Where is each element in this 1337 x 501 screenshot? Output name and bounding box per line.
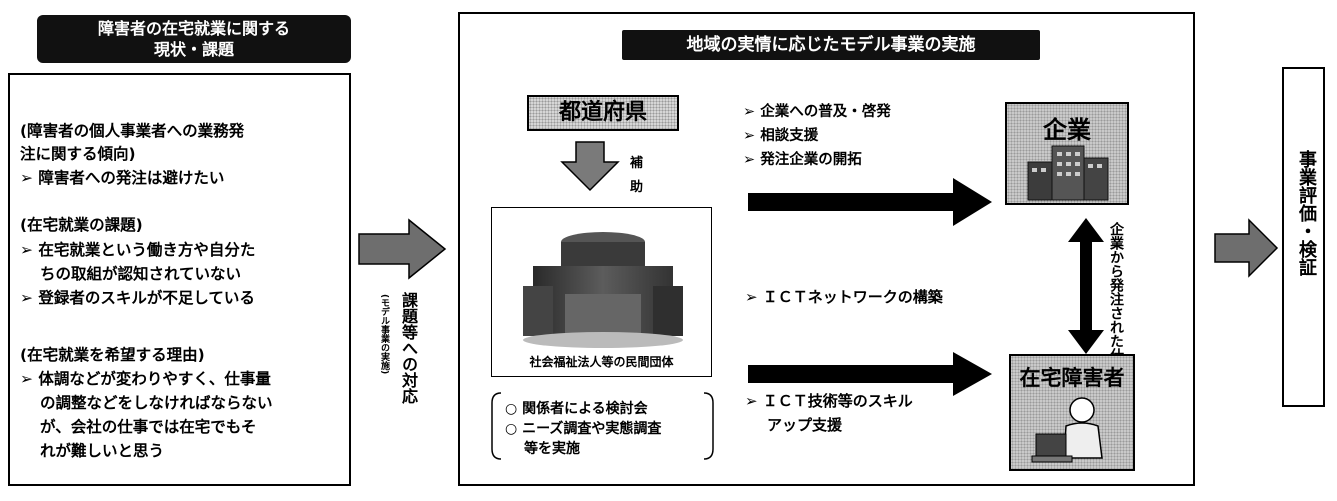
- left-title-line2: 現状・課題: [153, 40, 234, 59]
- left-bullet-1: ➢ 障害者への発注は避けたい: [20, 169, 225, 187]
- matching-label: 企業から発注された仕事のマッチング: [1108, 222, 1124, 460]
- left-heading-1b: 注に関する傾向): [20, 145, 136, 163]
- left-bullet-4d: れが難しいと思う: [40, 442, 165, 460]
- office-building-icon: [1027, 145, 1109, 201]
- left-title: 障害者の在宅就業に関する 現状・課題: [37, 15, 351, 63]
- left-panel: [8, 73, 351, 486]
- bracket-left-icon: [491, 392, 502, 460]
- subsidy-label-1: 補: [630, 156, 644, 171]
- person-at-computer-icon: [1031, 397, 1103, 463]
- connector-sub-label: (モデル事業の実施): [379, 294, 389, 375]
- center-panel: [458, 12, 1195, 486]
- arrow-to-company-icon: [748, 178, 992, 226]
- left-bullet-4b: の調整などをしなければならない: [40, 394, 273, 412]
- down-arrow-icon: [560, 141, 620, 192]
- left-bullet-2a: ➢ 在宅就業という働き方や自分た: [20, 241, 256, 259]
- disabled-worker-label: 在宅障害者: [1019, 366, 1125, 390]
- arrow-to-eval-icon: [1214, 218, 1279, 278]
- bullet-ict-skill-b: アップ支援: [767, 416, 843, 434]
- eval-box: [1282, 67, 1325, 407]
- double-arrow-icon: [1068, 218, 1104, 354]
- company-label: 企業: [1043, 116, 1091, 144]
- prefecture-box: [527, 95, 679, 131]
- bullet-promotion: ➢ 企業への普及・啓発: [743, 104, 891, 120]
- org-list-1: ○ 関係者による検討会: [505, 401, 648, 417]
- bullet-consultation: ➢ 相談支援: [743, 128, 819, 144]
- bullet-development: ➢ 発注企業の開拓: [743, 152, 862, 168]
- left-title-line1: 障害者の在宅就業に関する: [97, 19, 290, 38]
- prefecture-label: 都道府県: [558, 100, 647, 125]
- bullet-ict-network: ➢ ＩＣＴネットワークの構築: [745, 288, 943, 306]
- left-bullet-3: ➢ 登録者のスキルが不足している: [20, 289, 255, 307]
- arrow-to-disabled-icon: [748, 352, 992, 396]
- center-title: 地域の実情に応じたモデル事業の実施: [622, 30, 1040, 60]
- bullet-ict-skill-a: ➢ ＩＣＴ技術等のスキル: [745, 392, 913, 410]
- arrow-right-icon: [358, 218, 447, 280]
- eval-label: 事業評価・検証: [1296, 150, 1317, 276]
- bracket-right-icon: [703, 392, 714, 460]
- left-bullet-4a: ➢ 体調などが変わりやすく、仕事量: [20, 370, 271, 388]
- connector-main-label: 課題等への対応: [399, 292, 418, 404]
- left-heading-2: (在宅就業の課題): [20, 216, 143, 234]
- org-list-2a: ○ ニーズ調査や実態調査: [505, 421, 662, 437]
- org-list-2b: 等を実施: [524, 441, 580, 457]
- subsidy-label-2: 助: [630, 180, 644, 195]
- left-heading-3: (在宅就業を希望する理由): [20, 346, 205, 364]
- left-bullet-4c: が、会社の仕事では在宅でもそ: [40, 418, 257, 436]
- left-bullet-2b: ちの取組が認知されていない: [40, 265, 242, 283]
- left-heading-1a: (障害者の個人事業者への業務発: [20, 122, 245, 140]
- org-caption: 社会福祉法人等の民間団体: [529, 355, 674, 369]
- building-icon: [523, 232, 683, 348]
